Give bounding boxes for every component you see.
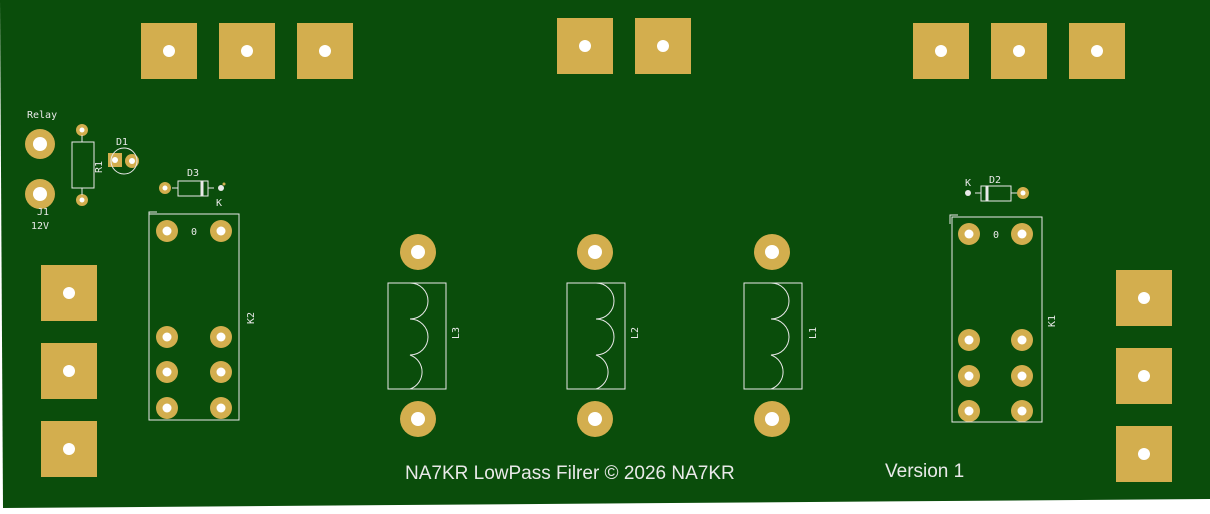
d1-label: D1 xyxy=(116,137,128,148)
l3-label: L3 xyxy=(451,327,462,339)
pad-hole xyxy=(163,45,175,57)
pad-hole xyxy=(1138,448,1150,460)
l2-label: L2 xyxy=(630,327,641,339)
pad-hole xyxy=(964,229,974,239)
pad-hole xyxy=(216,332,226,342)
k1-pin-label: 0 xyxy=(993,230,999,241)
k2-label: K2 xyxy=(246,312,257,324)
pad-hole xyxy=(216,403,226,413)
k1-outline xyxy=(951,216,1043,423)
pad-hole xyxy=(588,245,602,259)
j1-voltage-label: 12V xyxy=(31,221,49,232)
pad-hole xyxy=(162,226,172,236)
pad-hole xyxy=(63,287,75,299)
r1-outline xyxy=(71,141,95,189)
d2-label: D2 xyxy=(989,175,1001,186)
pad-hole xyxy=(1020,190,1026,196)
pad-hole xyxy=(657,40,669,52)
j1-label: J1 xyxy=(37,207,49,218)
pad-hole xyxy=(79,127,85,133)
pad-hole xyxy=(1013,45,1025,57)
pad-hole xyxy=(129,158,135,164)
pad-hole xyxy=(411,245,425,259)
copper-pads xyxy=(25,18,1172,482)
pad-hole xyxy=(216,226,226,236)
board-title: NA7KR LowPass Filrer © 2026 NA7KR xyxy=(405,463,735,484)
d3-cathode-dot xyxy=(218,185,224,191)
d2-cathode-label: K xyxy=(965,178,971,189)
pad-hole xyxy=(241,45,253,57)
relay-label: Relay xyxy=(27,110,57,121)
pad-hole xyxy=(1017,229,1027,239)
r1-label: R1 xyxy=(94,161,105,173)
k2-outline xyxy=(148,213,240,421)
pad-hole xyxy=(935,45,947,57)
pad-hole xyxy=(964,406,974,416)
silkscreen-outlines xyxy=(71,135,1043,423)
pad-hole xyxy=(588,412,602,426)
pad-hole xyxy=(1091,45,1103,57)
pad-hole xyxy=(1138,370,1150,382)
pad-hole xyxy=(33,187,47,201)
pad-hole xyxy=(33,137,47,151)
k2-pin-label: 0 xyxy=(191,227,197,238)
pad-hole xyxy=(765,412,779,426)
pad-hole xyxy=(216,367,226,377)
pad-hole xyxy=(765,245,779,259)
pad-hole xyxy=(1138,292,1150,304)
pad-hole xyxy=(162,185,168,191)
d1-outline xyxy=(110,147,138,175)
pad-hole xyxy=(1017,335,1027,345)
pad-hole xyxy=(964,371,974,381)
pad-hole xyxy=(579,40,591,52)
pad-hole xyxy=(63,443,75,455)
pad-hole xyxy=(162,367,172,377)
pad-hole xyxy=(411,412,425,426)
d3-cathode-label: K xyxy=(216,198,222,209)
pad-hole xyxy=(319,45,331,57)
d2-cathode-dot xyxy=(965,190,971,196)
pad-hole xyxy=(964,335,974,345)
pad-hole xyxy=(63,365,75,377)
d3-label: D3 xyxy=(187,168,199,179)
k1-label: K1 xyxy=(1047,315,1058,327)
pad-hole xyxy=(79,197,85,203)
pad-hole xyxy=(1017,406,1027,416)
board-version: Version 1 xyxy=(885,461,964,482)
l3-outline xyxy=(387,282,447,390)
pad-hole xyxy=(162,332,172,342)
l1-label: L1 xyxy=(808,327,819,339)
pad-hole xyxy=(1017,371,1027,381)
pad-hole xyxy=(162,403,172,413)
pad-hole xyxy=(112,157,118,163)
